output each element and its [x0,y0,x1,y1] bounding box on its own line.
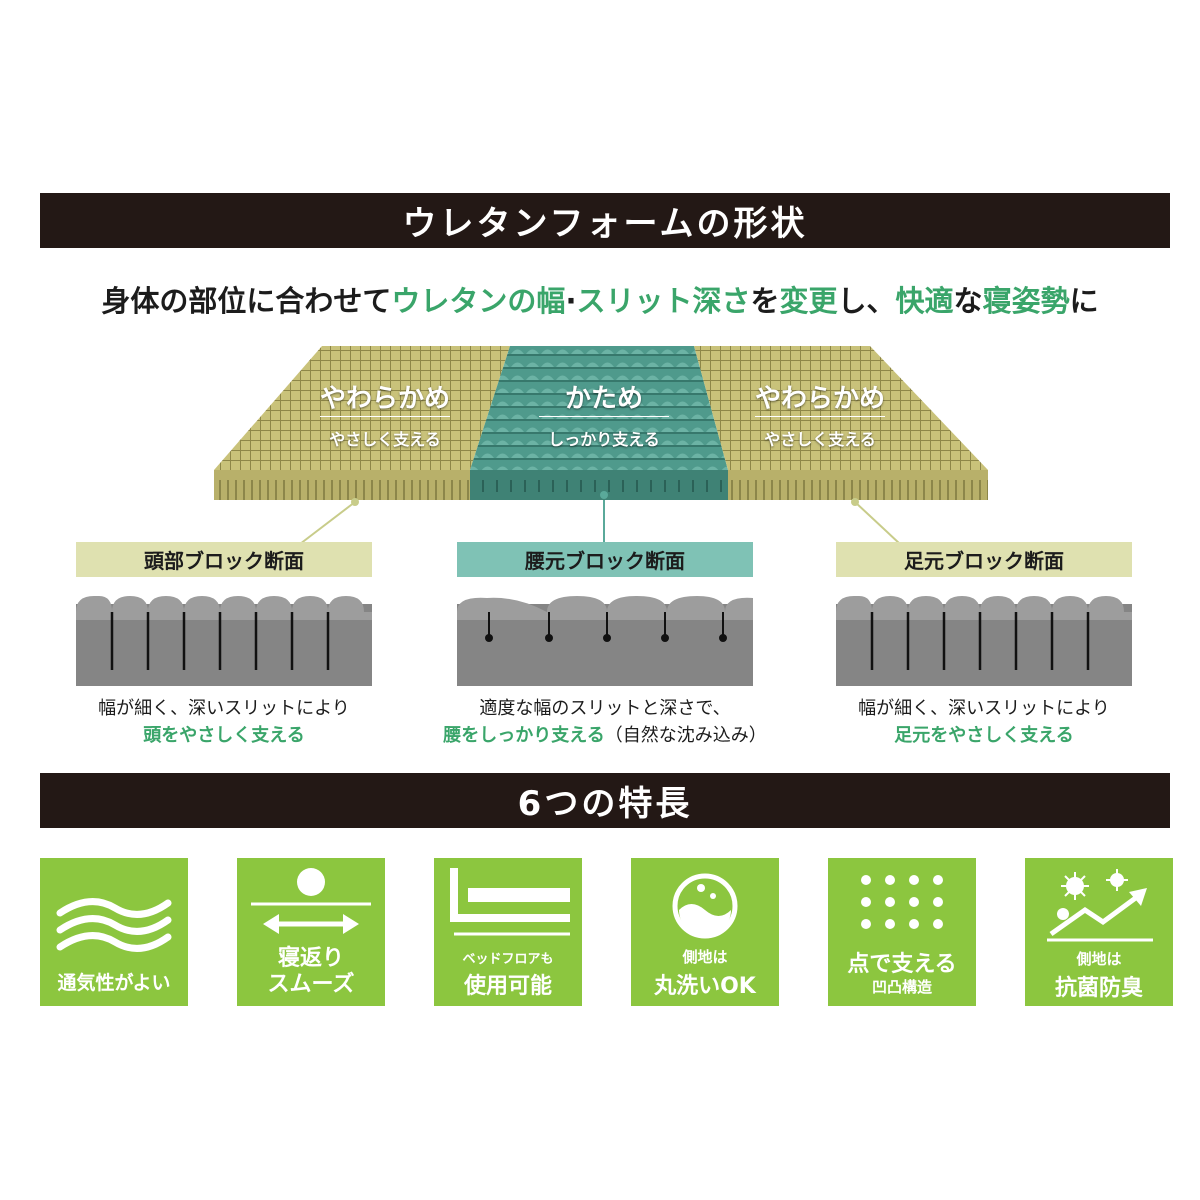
mattress-illustration: やわらかめ やさしく支える かため しっかり支える やわらかめ やさしく支える [0,330,1200,550]
section-label-text: 足元ブロック断面 [904,549,1064,573]
antibacterial-icon [1047,869,1153,942]
description-line: 適度な幅のスリットと深さで、 [479,698,731,719]
section-label-head: 頭部ブロック断面 [76,542,372,577]
subtitle-highlight: 変更 [779,284,838,318]
section-description-feet: 幅が細く、深いスリットにより 足元をやさしく支える [794,695,1174,749]
zone-subtitle: やさしく支える [329,430,441,449]
feature-label: 点で支える [847,952,957,977]
section-header-features: 6つの特長 [40,773,1170,828]
section-label-text: 腰元ブロック断面 [525,549,685,573]
subtitle-part: を [750,284,780,318]
section-label-feet: 足元ブロック断面 [836,542,1132,577]
zone-divider [320,416,450,417]
zone-subtitle: しっかり支える [548,430,660,449]
feature-washable: 側地は 丸洗いOK [631,858,779,1006]
description-line: 幅が細く、深いスリットにより [858,698,1110,719]
subtitle-part: な [953,284,983,318]
bed-floor-icon [450,868,570,936]
description-highlight: 頭をやさしく支える [143,725,305,746]
subtitle-part: · [565,284,577,318]
feature-sublabel: 側地は [682,948,728,966]
section-header-foam-shape: ウレタンフォームの形状 [40,193,1170,248]
zone-title: やわらかめ [754,384,885,414]
subtitle-part: 身体の部位に合わせて [101,284,392,318]
feature-sublabel: ベッドフロアも [462,952,554,967]
subtitle-highlight: ウレタンの幅 [391,284,566,318]
zone-subtitle: やさしく支える [764,430,876,449]
subtitle-highlight: 快適 [895,284,954,318]
subtitle-part: し、 [837,284,896,318]
section-header-text: 6つの特長 [517,784,693,824]
description-note: （自然な沈み込み） [604,725,767,746]
feature-point-support: 点で支える 凹凸構造 [828,858,976,1006]
description-highlight: 足元をやさしく支える [894,725,1074,746]
mattress-drawing [214,346,988,545]
zone-title: かため [564,384,643,414]
feature-label: 寝返り [277,946,344,971]
subtitle-highlight: スリット深さ [576,284,751,318]
feature-label: 使用可能 [463,974,552,999]
section-header-text: ウレタンフォームの形状 [402,204,808,244]
cross-section-waist [457,596,753,686]
zone-title: やわらかめ [319,384,450,414]
zone-divider [539,416,669,417]
feature-label: 丸洗いOK [654,974,756,999]
section-label-text: 頭部ブロック断面 [144,549,304,573]
feature-label: 抗菌防臭 [1054,976,1143,1001]
subtitle: 身体の部位に合わせてウレタンの幅·スリット深さを変更し、快適な寝姿勢に [0,278,1200,320]
zone-divider [755,416,885,417]
subtitle-highlight: 寝姿勢 [982,284,1070,318]
description-line: 幅が細く、深いスリットにより [98,698,350,719]
section-description-waist: 適度な幅のスリットと深さで、 腰をしっかり支える（自然な沈み込み） [415,695,795,749]
connector-line [854,501,901,545]
cross-section-head [76,596,372,686]
connector-line [299,501,356,545]
section-label-waist: 腰元ブロック断面 [457,542,753,577]
feature-sublabel: 凹凸構造 [871,978,932,996]
soft-zone-head [214,346,510,470]
feature-floor-usable: ベッドフロアも 使用可能 [434,858,582,1006]
cross-section-feet [836,596,1132,686]
description-highlight: 腰をしっかり支える [443,725,605,746]
rolling-person-icon [251,868,371,934]
feature-easy-turning: 寝返り スムーズ [237,858,385,1006]
washable-icon [672,873,738,939]
feature-label: 通気性がよい [57,972,171,994]
section-description-head: 幅が細く、深いスリットにより 頭をやさしく支える [34,695,414,749]
feature-antibacterial: 側地は 抗菌防臭 [1025,858,1173,1006]
feature-breathable: 通気性がよい [40,858,188,1006]
subtitle-part: に [1069,284,1099,318]
hard-zone-waist [470,346,728,470]
wave-icon [56,898,172,952]
dot-grid-icon [861,875,943,929]
feature-sublabel: 側地は [1076,950,1122,968]
feature-label: スムーズ [267,972,355,997]
soft-zone-feet [694,346,988,470]
